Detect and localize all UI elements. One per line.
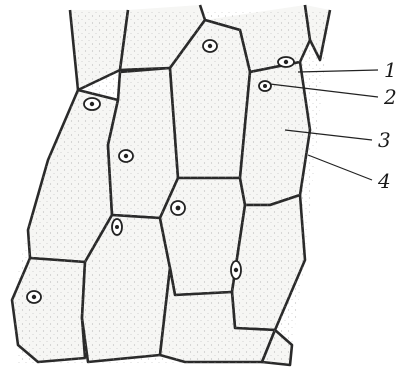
label-1: 1 <box>384 58 397 82</box>
label-4: 4 <box>377 169 391 193</box>
label-2: 2 <box>383 85 397 109</box>
label-3: 3 <box>378 128 391 152</box>
